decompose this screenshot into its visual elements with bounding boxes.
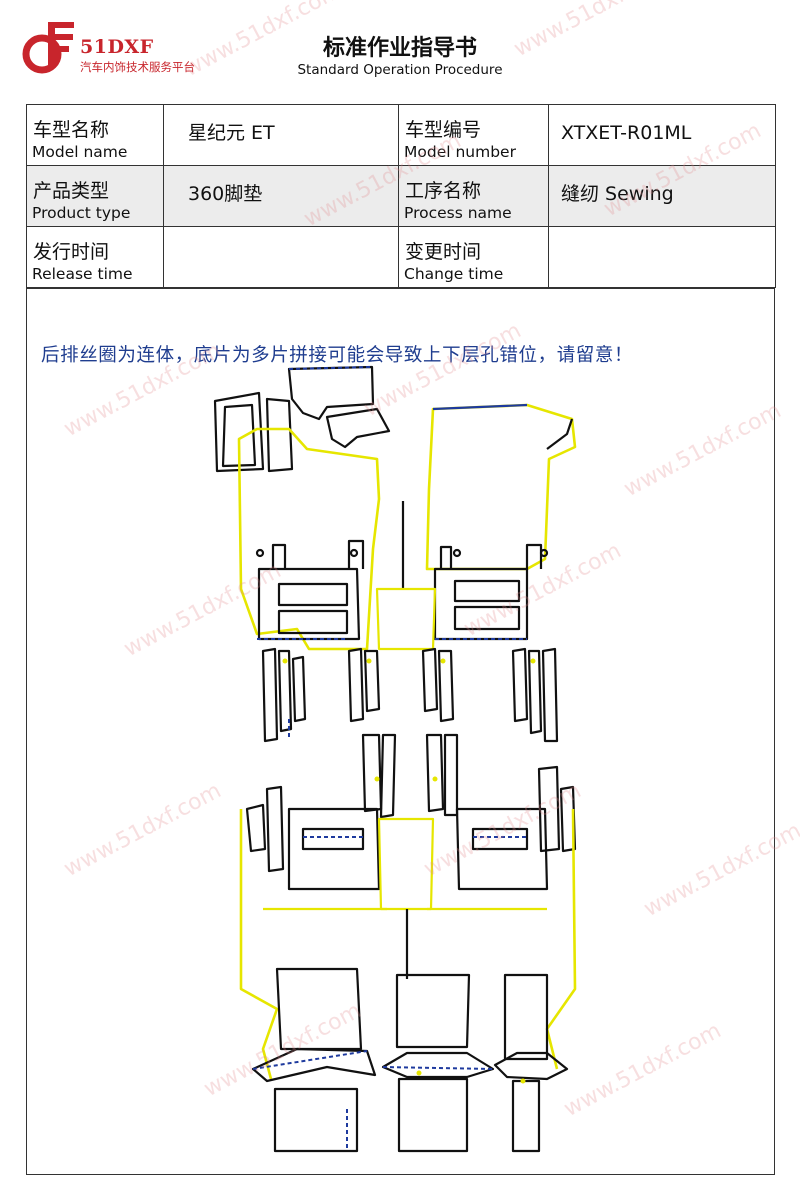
front-right-mat [425, 403, 577, 641]
product-type-label-en: Product type [32, 204, 131, 222]
change-time-label-en: Change time [404, 265, 504, 283]
document-title: 标准作业指导书 [322, 36, 477, 61]
info-row-time: 发行时间 Release time 变更时间 Change time [26, 226, 776, 288]
change-time-label-cn: 变更时间 [405, 241, 482, 263]
process-name-cell: 缝纫 Sewing [548, 165, 776, 227]
side-strips-row1 [261, 647, 559, 743]
blue-edge-accents [252, 366, 527, 1149]
brand-name: 51DXF [80, 36, 154, 58]
change-time-cell [548, 226, 776, 288]
release-time-label-en: Release time [32, 265, 133, 283]
yellow-marker-dots [282, 658, 536, 1084]
51dxf-logo-icon [22, 22, 74, 74]
rear-left-mat [239, 785, 387, 1080]
product-type-label-cn: 产品类型 [33, 180, 110, 202]
info-row-product: 产品类型 Product type 360脚垫 工序名称 Process nam… [26, 165, 776, 227]
model-name-label-en: Model name [32, 143, 128, 161]
model-number-label-en: Model number [404, 143, 516, 161]
brand-tagline: 汽车内饰技术服务平台 [80, 60, 195, 74]
document-header: 51DXF 汽车内饰技术服务平台 标准作业指导书 Standard Operat… [0, 0, 800, 100]
model-number-label: 车型编号 Model number [398, 104, 549, 166]
model-number-label-cn: 车型编号 [405, 119, 482, 141]
tunnel-piece-mid [377, 817, 435, 911]
info-row-model: 车型名称 Model name 星纪元 ET 车型编号 Model number… [26, 104, 776, 166]
floor-mat-pattern-diagram [213, 365, 577, 1153]
tunnel-piece-top [375, 587, 437, 651]
product-type-cell: 360脚垫 [163, 165, 399, 227]
info-table: 车型名称 Model name 星纪元 ET 车型编号 Model number… [26, 104, 776, 288]
rear-right-mat [427, 765, 577, 1070]
pattern-drawing-area: 后排丝圈为连体，底片为多片拼接可能会导致上下层孔错位，请留意！ [26, 288, 775, 1175]
model-number-value: XTXET-R01ML [561, 122, 692, 144]
process-name-label-en: Process name [404, 204, 512, 222]
document-subtitle: Standard Operation Procedure [297, 62, 503, 78]
top-left-pieces [213, 365, 391, 473]
release-time-label: 发行时间 Release time [26, 226, 164, 288]
front-left-mat [237, 427, 381, 651]
middle-strips [361, 733, 459, 819]
product-type-value: 360脚垫 [188, 183, 263, 205]
release-time-label-cn: 发行时间 [33, 241, 110, 263]
model-number-cell: XTXET-R01ML [548, 104, 776, 166]
drawing-notice: 后排丝圈为连体，底片为多片拼接可能会导致上下层孔错位，请留意！ [41, 345, 634, 366]
product-type-label: 产品类型 Product type [26, 165, 164, 227]
model-name-value: 星纪元 ET [188, 122, 275, 144]
center-rear-piece [395, 973, 471, 1049]
bottom-pieces [251, 1047, 569, 1153]
release-time-cell [163, 226, 399, 288]
process-name-label: 工序名称 Process name [398, 165, 549, 227]
change-time-label: 变更时间 Change time [398, 226, 549, 288]
model-name-cell: 星纪元 ET [163, 104, 399, 166]
process-name-label-cn: 工序名称 [405, 180, 482, 202]
process-name-value: 缝纫 Sewing [561, 183, 674, 205]
model-name-label-cn: 车型名称 [33, 119, 110, 141]
model-name-label: 车型名称 Model name [26, 104, 164, 166]
